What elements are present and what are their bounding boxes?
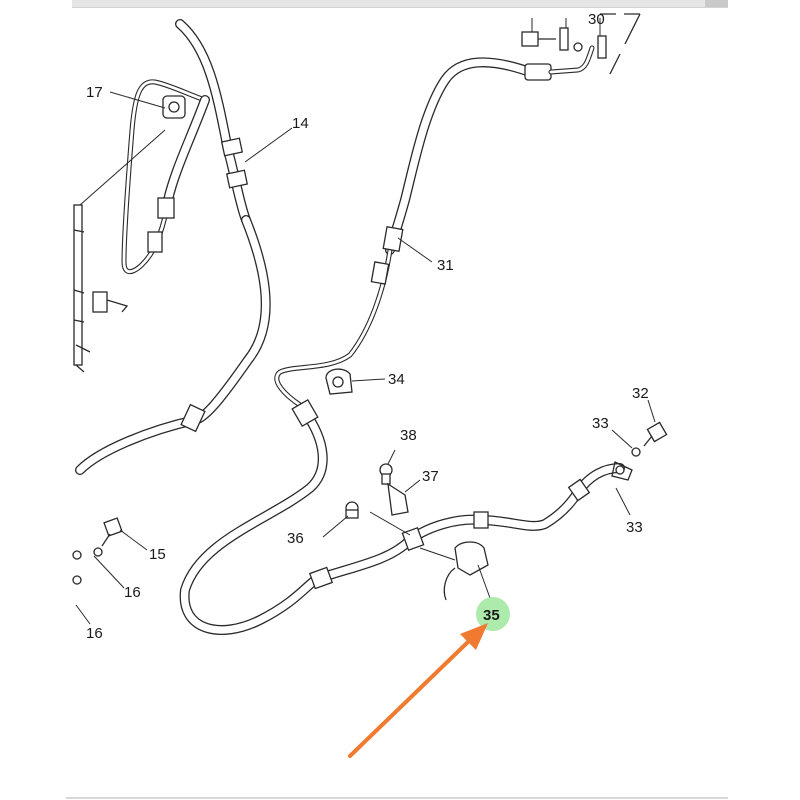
callout-35-highlight <box>476 597 510 631</box>
callout-31: 31 <box>437 257 454 274</box>
callout-15: 15 <box>149 546 166 563</box>
callout-labels: 17 14 31 34 32 33 33 38 37 36 15 16 16 3… <box>86 11 649 642</box>
callout-14: 14 <box>292 115 309 132</box>
orange-pointer-arrow <box>348 623 488 758</box>
callout-34: 34 <box>388 371 405 388</box>
union-bolt-top <box>521 18 607 59</box>
top-divider-bar <box>72 0 728 8</box>
callout-16-a: 16 <box>124 584 141 601</box>
part-34-clip <box>325 368 386 395</box>
brake-hose-14 <box>75 19 271 475</box>
top-divider-corner <box>705 0 728 7</box>
callout-32: 32 <box>632 385 649 402</box>
left-edge-parts <box>72 204 129 585</box>
callout-leaders <box>79 91 433 263</box>
part-15-16-bolts <box>75 517 148 625</box>
callout-35: 35 <box>483 607 500 624</box>
brake-hose-lower <box>179 398 633 635</box>
callout-30: 30 <box>588 11 605 28</box>
brake-pipe-left <box>121 79 210 275</box>
callout-16-b: 16 <box>86 625 103 642</box>
brake-hose-31 <box>274 45 595 408</box>
callout-17: 17 <box>86 84 103 101</box>
callout-37: 37 <box>422 468 439 485</box>
frame-outline <box>600 13 641 75</box>
callout-33-upper: 33 <box>592 415 609 432</box>
part-32-33-bolts <box>611 399 668 516</box>
part-36-bolt <box>322 501 411 538</box>
part-35-clamp <box>419 541 491 601</box>
callout-38: 38 <box>400 427 417 444</box>
part-37-38-bracket <box>379 449 421 516</box>
callout-36: 36 <box>287 530 304 547</box>
callout-33-lower: 33 <box>626 519 643 536</box>
bottom-divider-line <box>66 797 728 799</box>
